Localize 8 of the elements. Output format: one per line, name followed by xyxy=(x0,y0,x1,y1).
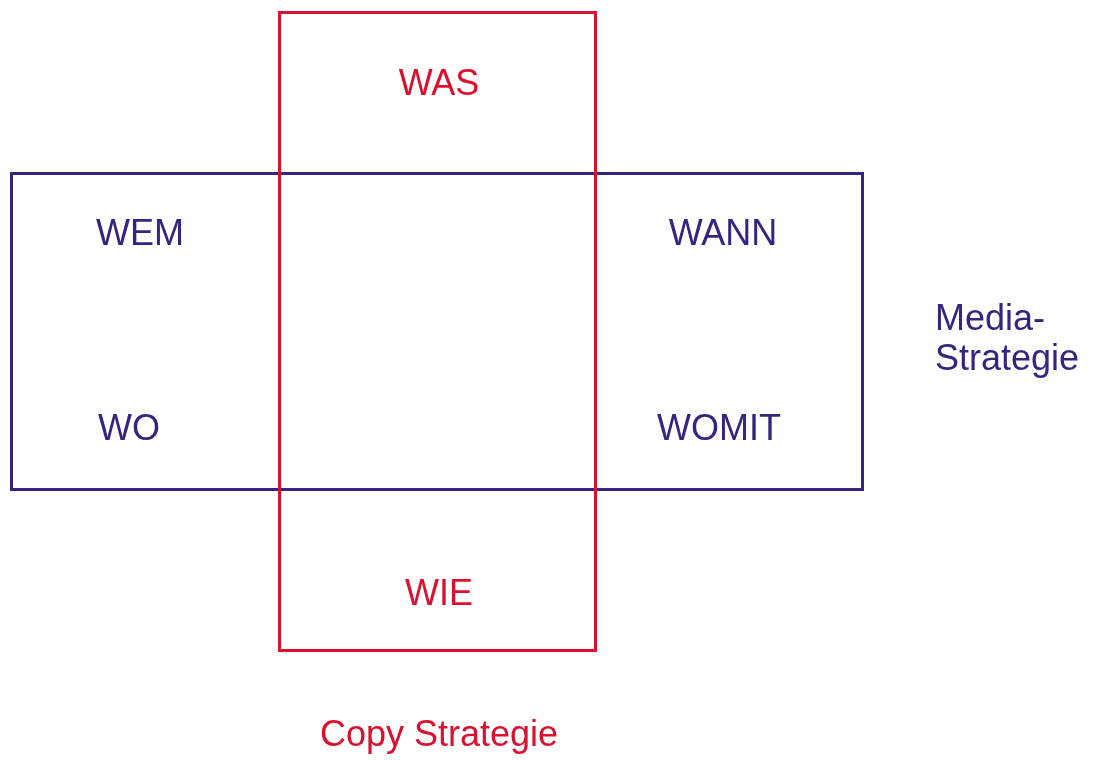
question-text: WIE xyxy=(405,573,473,613)
heading-text: Copy Strategie xyxy=(319,714,559,754)
question-text: WO xyxy=(98,408,160,448)
question-text: WAS xyxy=(398,63,480,103)
question-text: WANN xyxy=(668,213,778,253)
question-text: WEM xyxy=(96,213,184,253)
question-text: WOMIT xyxy=(657,408,781,448)
heading-text: Media-Strategie xyxy=(935,298,1081,378)
